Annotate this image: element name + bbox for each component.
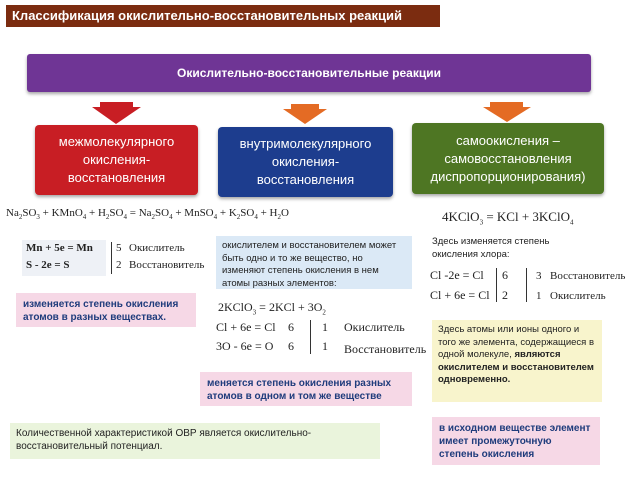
dispro-n1: 6 bbox=[502, 268, 508, 282]
intra-n1: 6 bbox=[288, 320, 294, 334]
dispro-intro: Здесь изменяется степень окисления хлора… bbox=[432, 236, 550, 260]
inter-role2: Восстановитель bbox=[129, 259, 205, 271]
inter-half-reactions: Mn + 5e = Mn S - 2e = S 5 2 Окислитель В… bbox=[22, 240, 204, 276]
inter-role1: Окислитель bbox=[129, 242, 185, 254]
dispro-half-line1: Cl -2e = Cl bbox=[430, 268, 484, 282]
dispro-definition-plain: Здесь атомы или ионы одного и того же эл… bbox=[438, 324, 594, 360]
inter-half-line1: Mn + 5e = Mn bbox=[26, 242, 93, 254]
arrow-disproportionation bbox=[483, 102, 531, 122]
intra-equation: 2KClO3 = 2KCl + 3O2 bbox=[218, 300, 326, 317]
box-intermolecular-label: межмолекулярного окисления-восстановлени… bbox=[58, 134, 175, 185]
inter-half-line2: S - 2e = S bbox=[26, 259, 70, 271]
box-intramolecular-label: внутримолекулярного окисления-восстановл… bbox=[239, 136, 372, 187]
dispro-role2: Окислитель bbox=[550, 290, 606, 302]
intra-c2: 1 bbox=[322, 339, 328, 353]
dispro-c2: 1 bbox=[536, 290, 542, 302]
intra-n2: 6 bbox=[288, 339, 294, 353]
dispro-half-line2: Cl + 6e = Cl bbox=[430, 288, 490, 302]
dispro-role1: Восстановитель bbox=[550, 270, 626, 282]
dispro-half-reactions: Cl -2e = Cl Cl + 6e = Cl 6 2 3 1 Восстан… bbox=[428, 264, 628, 304]
intra-role1: Окислитель bbox=[344, 320, 405, 334]
intra-half-line1: Cl + 6e = Cl bbox=[216, 320, 276, 334]
intra-note: меняется степень окисления разных атомов… bbox=[200, 372, 412, 406]
inter-n1: 5 bbox=[116, 242, 122, 254]
inter-equation: Na2SO3 + KMnO4 + H2SO4 = Na2SO4 + MnSO4 … bbox=[6, 207, 289, 222]
arrow-intramolecular bbox=[283, 104, 327, 124]
inter-n2: 2 bbox=[116, 259, 122, 271]
box-disproportionation-label: самоокисления – самовосстановления диспр… bbox=[430, 132, 586, 184]
intra-half-line2: 3O - 6e = O bbox=[216, 339, 274, 353]
box-intermolecular: межмолекулярного окисления-восстановлени… bbox=[35, 125, 198, 195]
potential-note: Количественной характеристикой ОВР являе… bbox=[10, 423, 380, 459]
arrow-intermolecular bbox=[92, 102, 141, 124]
intra-definition: окислителем и восстановителем может быть… bbox=[216, 236, 412, 289]
box-disproportionation: самоокисления – самовосстановления диспр… bbox=[412, 123, 604, 194]
intra-role2: Восстановитель bbox=[344, 342, 427, 356]
main-category-banner: Окислительно-восстановительные реакции bbox=[27, 54, 591, 92]
dispro-note: в исходном веществе элемент имеет промеж… bbox=[432, 417, 600, 465]
inter-note: изменяется степень окисления атомов в ра… bbox=[16, 293, 196, 327]
dispro-c1: 3 bbox=[536, 270, 542, 282]
intra-c1: 1 bbox=[322, 320, 328, 334]
dispro-definition-bold: являются окислителем и восстановителем о… bbox=[438, 349, 594, 385]
box-intramolecular: внутримолекулярного окисления-восстановл… bbox=[218, 127, 393, 197]
dispro-n2: 2 bbox=[502, 288, 508, 302]
intra-half-reactions: Cl + 6e = Cl 3O - 6e = O 6 6 1 1 Окислит… bbox=[212, 318, 426, 358]
page-title: Классификация окислительно-восстановител… bbox=[6, 5, 440, 27]
dispro-equation: 4KClO3 = KCl + 3KClO4 bbox=[442, 209, 574, 227]
dispro-definition: Здесь атомы или ионы одного и того же эл… bbox=[432, 320, 602, 402]
